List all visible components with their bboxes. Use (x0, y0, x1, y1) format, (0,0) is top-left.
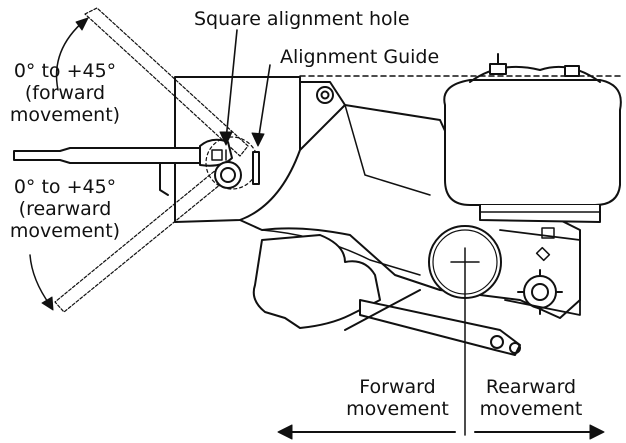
rearward-desc-line2: movement) (9, 220, 121, 242)
wrench-hook (159, 162, 169, 196)
square-alignment-hole-label: Square alignment hole (194, 8, 410, 30)
wrench-jaw (199, 138, 233, 167)
square-hole-leader (225, 29, 238, 141)
rearward-desc-line1: (rearward (18, 198, 112, 220)
air-spring-fitting-right (564, 65, 580, 77)
air-spring-fitting-left (489, 63, 507, 75)
wrench-handle (13, 147, 216, 164)
forward-movement-label-2: movement (346, 398, 449, 420)
upper-bolt (316, 86, 334, 104)
alignment-guide-tab (252, 151, 260, 185)
rearward-angle-label: 0° to +45° (13, 176, 117, 198)
forward-rotation-arrow (55, 19, 86, 91)
wrench-forward-position (84, 7, 249, 157)
pivot-cam (214, 161, 242, 189)
forward-movement-label-1: Forward (359, 376, 436, 398)
brake-chamber (252, 234, 381, 329)
forward-desc-line1: (forward (24, 82, 106, 104)
alignment-guide-leader (257, 64, 271, 143)
lower-strut (359, 299, 521, 356)
air-spring (443, 79, 622, 206)
rearward-rotation-arrow (29, 254, 51, 306)
square-alignment-hole-shape (211, 149, 223, 161)
rearward-movement-label-2: movement (479, 398, 583, 420)
alignment-guide-label: Alignment Guide (280, 46, 440, 68)
rearward-movement-label-1: Rearward (485, 376, 577, 398)
forward-desc-line2: movement) (9, 104, 121, 126)
forward-angle-label: 0° to +45° (13, 60, 117, 82)
